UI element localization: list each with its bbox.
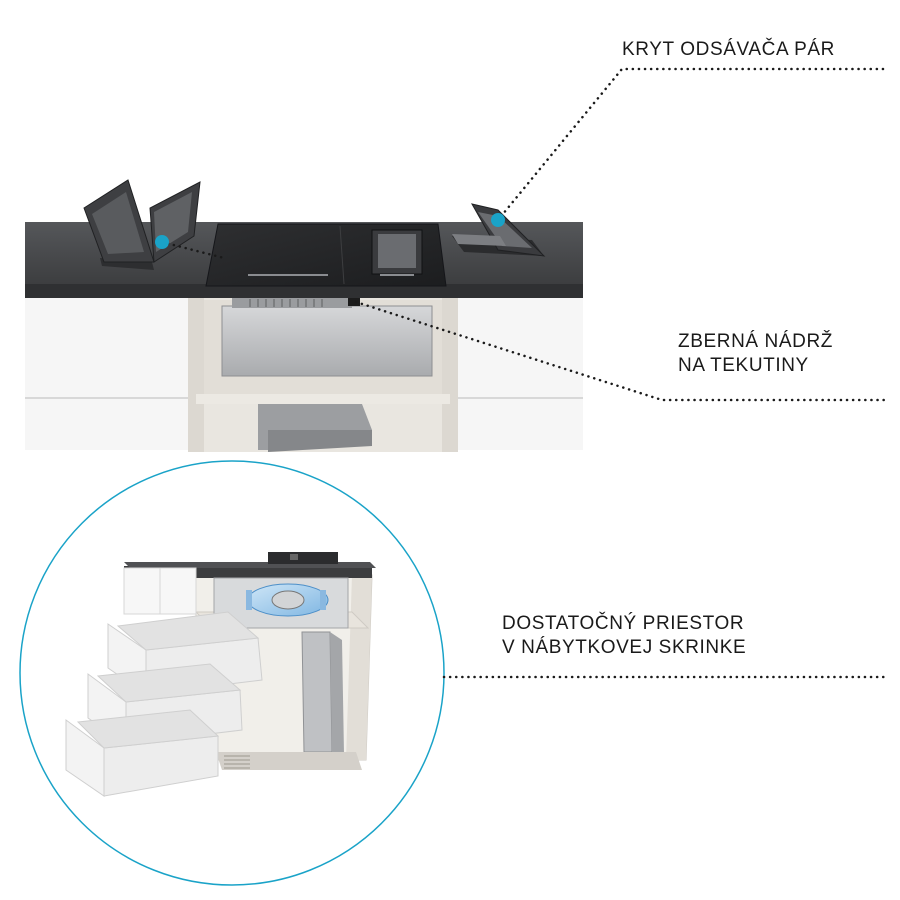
callout-line-hood [496,67,885,222]
label-cabinet-space-line2: V NÁBYTKOVEJ SKRINKE [502,637,747,658]
plinth-vent [216,752,362,770]
extraction-unit-box [221,305,433,377]
cabinet-cutaway [65,552,376,797]
marker-dot-left-filter [155,235,169,249]
callout-lines [160,67,890,679]
cabinet-left-front [25,296,195,450]
countertop-scene [25,179,583,452]
label-cabinet-space: DOSTATOČNÝ PRIESTOR V NÁBYTKOVEJ SKRINKE [502,612,746,660]
vertical-duct [301,631,333,753]
callout-line-tank [354,300,887,402]
label-hood-cover: KRYT ODSÁVAČA PÁR [622,38,835,62]
cabinet-right-front [455,296,583,450]
label-liquid-tank-line2: NA TEKUTINY [678,355,809,376]
label-liquid-tank-line1: ZBERNÁ NÁDRŽ [678,331,833,352]
label-hood-cover-text: KRYT ODSÁVAČA PÁR [622,39,835,60]
label-cabinet-space-line1: DOSTATOČNÝ PRIESTOR [502,613,745,634]
drawer-open-3 [65,709,220,797]
label-liquid-tank: ZBERNÁ NÁDRŽ NA TEKUTINY [678,330,833,378]
marker-dot-right-filter [491,213,505,227]
liquid-tank-indicator [348,296,360,306]
